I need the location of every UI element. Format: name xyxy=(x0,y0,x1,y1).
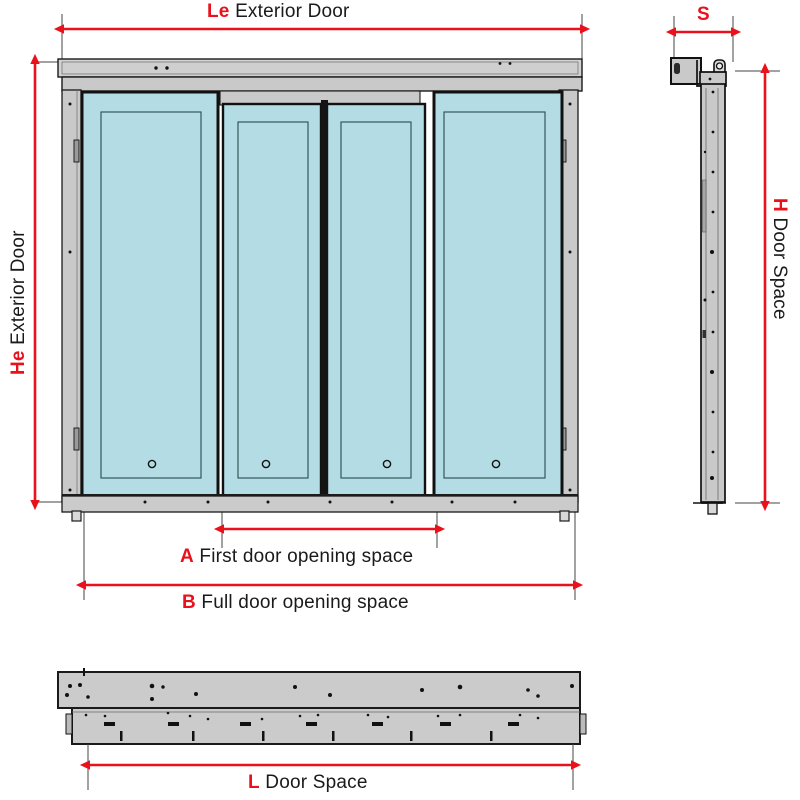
dimension-lines xyxy=(30,24,770,770)
operator-box xyxy=(670,57,702,85)
bottom-guide-pin xyxy=(707,502,718,515)
dimension-label-B: B Full door opening space xyxy=(182,592,409,614)
door-panel-2 xyxy=(221,102,323,498)
dimension-text-B: Full door opening space xyxy=(201,592,409,613)
dimension-text-H: Door Space xyxy=(769,217,790,320)
dimension-code-L: L xyxy=(248,772,260,793)
dimension-code-S: S xyxy=(697,4,710,25)
dimension-code-A: A xyxy=(180,546,194,567)
dimension-code-B: B xyxy=(182,592,196,613)
side-profile-holes xyxy=(703,77,715,480)
plan-rail-slots xyxy=(84,711,540,741)
door-panel-1 xyxy=(80,90,220,498)
front-elevation-view xyxy=(36,14,583,600)
dimension-label-He: He Exterior Door xyxy=(8,230,30,375)
dimension-text-L: Door Space xyxy=(265,772,368,793)
door-sill xyxy=(61,494,579,522)
door-panel-3 xyxy=(325,102,427,498)
side-section-view xyxy=(670,16,780,515)
dimension-label-Le: Le Exterior Door xyxy=(207,1,350,23)
dimension-code-He: He xyxy=(8,350,29,375)
dimension-label-H: H Door Space xyxy=(768,198,790,320)
plan-rail-holes xyxy=(65,683,574,701)
plan-lower-rail xyxy=(71,707,581,745)
plan-section-view xyxy=(57,668,587,790)
dimension-label-L: L Door Space xyxy=(248,772,368,794)
dimension-text-A: First door opening space xyxy=(199,546,414,567)
left-jamb xyxy=(61,89,82,503)
dimension-code-Le: Le xyxy=(207,1,230,22)
door-panel-4 xyxy=(432,90,564,498)
operator-switch xyxy=(674,63,680,74)
dimension-code-H: H xyxy=(769,198,790,212)
meeting-stile xyxy=(321,100,328,497)
dimension-text-He: Exterior Door xyxy=(8,230,29,345)
dimension-label-S: S xyxy=(697,4,710,26)
door-header xyxy=(57,58,583,92)
plan-upper-rail xyxy=(57,671,581,709)
dimension-label-A: A First door opening space xyxy=(180,546,413,568)
dimension-text-Le: Exterior Door xyxy=(235,1,350,22)
